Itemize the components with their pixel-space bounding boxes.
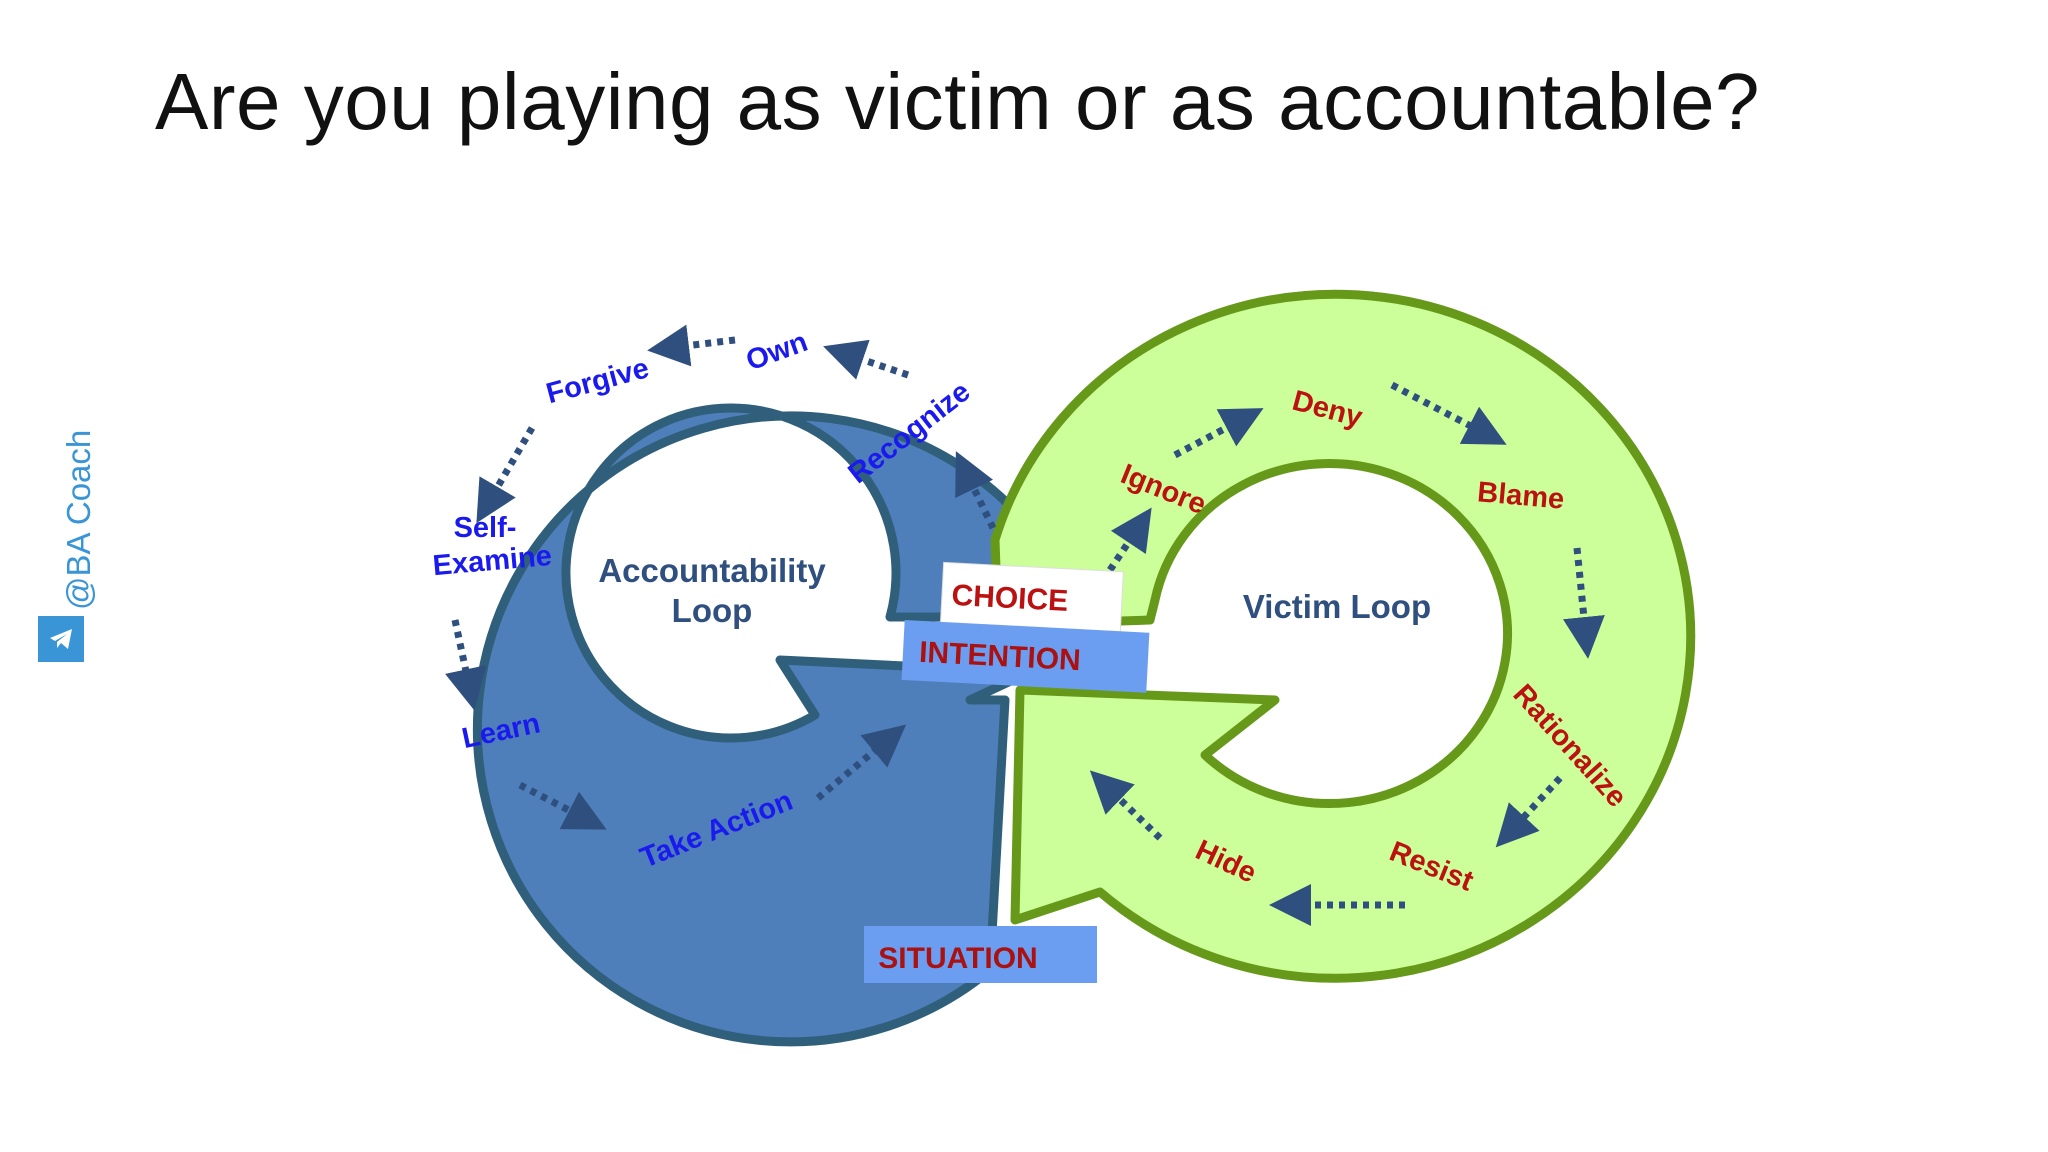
victim-arrows <box>1089 381 1605 926</box>
telegram-icon <box>38 616 84 662</box>
watermark: @BA Coach <box>38 420 97 662</box>
step-own: Own <box>742 326 812 378</box>
accountability-loop-shape <box>472 403 1045 1047</box>
victim-loop-label: Victim Loop <box>1243 588 1431 625</box>
slide-title: Are you playing as victim or as accounta… <box>155 57 1761 146</box>
accountability-loop-label-1: Accountability <box>598 552 826 589</box>
choice-label: CHOICE <box>951 579 1069 618</box>
accountability-arrows <box>445 324 997 830</box>
situation-box: SITUATION <box>864 926 1097 983</box>
step-forgive: Forgive <box>543 352 652 410</box>
intention-box: INTENTION <box>901 619 1150 693</box>
step-blame: Blame <box>1476 476 1566 515</box>
choice-box: CHOICE <box>940 561 1124 633</box>
situation-label: SITUATION <box>878 942 1037 975</box>
accountability-loop-label-2: Loop <box>672 592 753 629</box>
step-self: Self- <box>454 512 517 544</box>
